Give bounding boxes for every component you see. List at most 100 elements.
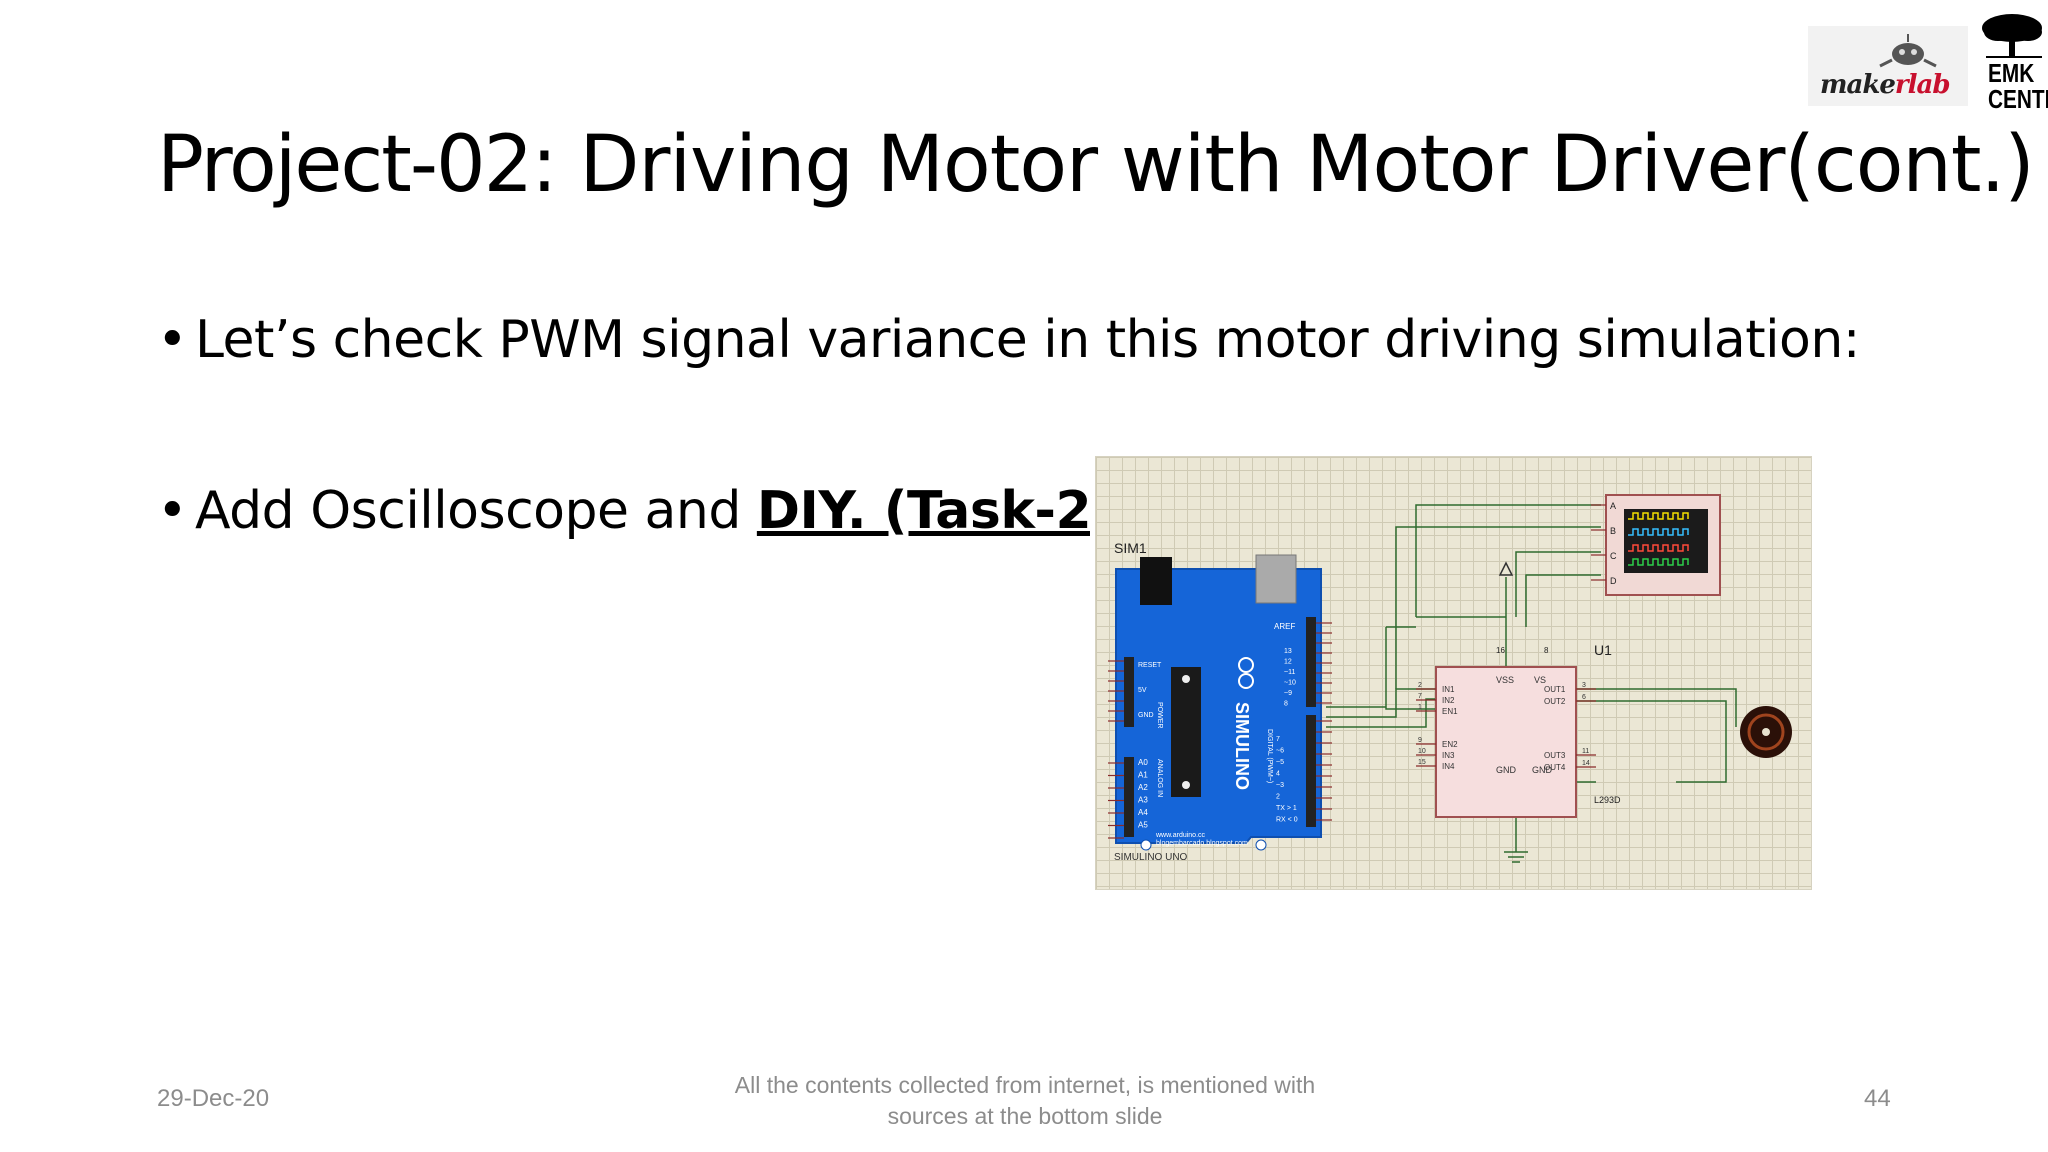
gnd1-label: GND [1496,765,1517,775]
digital-pin-label: RX < 0 [1276,817,1298,824]
bullet-1-text: Let’s check PWM signal variance in this … [195,310,1860,370]
arduino-board: SIM1 AREF RESET 5V GND POWER ANALOG IN D… [1108,540,1332,863]
gnd2-label: GND [1532,765,1553,775]
driver-pin-number: 1 [1418,704,1422,711]
driver-input-en1: EN1 [1442,707,1458,716]
digital-pin-label: 12 [1284,659,1292,666]
bullet-dot: • [157,310,188,370]
slide-title: Project-02: Driving Motor with Motor Dri… [157,120,2035,210]
driver-output-out3: OUT3 [1544,751,1566,760]
arduino-name: SIMULINO UNO [1114,852,1188,863]
scope-channel-C: C [1610,551,1617,561]
analog-pin-A3: A3 [1138,796,1148,805]
driver-output-out1: OUT1 [1544,685,1566,694]
circuit-simulation-figure: SIM1 AREF RESET 5V GND POWER ANALOG IN D… [1095,456,1812,890]
digital-pin-labels: 13 12 ~11 ~10 ~9 8 7 ~6 ~5 4 ~3 2 TX > 1 RX < 0 [1276,648,1298,824]
analog-pin-A2: A2 [1138,783,1148,792]
arduino-url: www.arduino.cc [1155,832,1206,839]
footer-date: 29-Dec-20 [157,1085,270,1112]
analog-pin-A0: A0 [1138,758,1148,767]
driver-input-in3: IN3 [1442,751,1455,760]
arduino-ref: SIM1 [1114,540,1147,556]
vs-label: VS [1534,675,1546,685]
ground-symbol [1504,851,1528,863]
analog-pin-A4: A4 [1138,808,1148,817]
driver-pin-number: 7 [1418,693,1422,700]
vss-label: VSS [1496,675,1514,685]
scope-channel-labels: A B C D [1591,501,1617,586]
driver-input-in2: IN2 [1442,696,1455,705]
digital-pin-label: ~3 [1276,782,1284,789]
digital-pin-label: 4 [1276,771,1280,778]
tree-icon [1982,14,2042,58]
5v-label: 5V [1138,687,1147,694]
driver-pin-number: 9 [1418,737,1422,744]
robot-icon [1879,34,1937,68]
makerlab-wordmark: makerlab [1820,70,1951,100]
driver-pin-number: 3 [1582,682,1586,689]
driver-output-out2: OUT2 [1544,697,1566,706]
reset-label: RESET [1138,662,1162,669]
footer-note: All the contents collected from internet… [680,1070,1370,1132]
bullet-2: •Add Oscilloscope and DIY. (Task-2) [157,481,1115,541]
title-text: Driving Motor with Motor Driver(cont.) [555,120,2034,210]
digital-label: DIGITAL (PWM~) [1266,729,1273,783]
arduino-infinity-icon [1238,657,1254,689]
bullet-1: •Let’s check PWM signal variance in this… [157,310,1860,370]
motor-driver-chip: U1 L293D 16 8 VSS VS GND GND IN12IN27EN1… [1416,642,1621,818]
driver-part: L293D [1594,795,1621,805]
digital-pin-label: ~11 [1284,669,1295,676]
driver-pin-number: 6 [1582,694,1586,701]
driver-pin-number: 11 [1582,748,1589,755]
blog-url: blogembarcado.blogspot.com [1156,840,1248,847]
driver-pin-number: 14 [1582,760,1590,767]
footer-note-line-1: All the contents collected from internet… [734,1072,1316,1098]
driver-input-in1: IN1 [1442,685,1455,694]
pin-16-label: 16 [1496,646,1505,655]
simulino-brand: SIMULINO [1232,702,1252,790]
digital-pin-label: TX > 1 [1276,805,1297,812]
page-number: 44 [1864,1085,1891,1112]
circuit-wires [1326,504,1737,852]
board-pin-stubs [1108,622,1332,839]
analog-pin-A5: A5 [1138,821,1148,830]
driver-output-out4: OUT4 [1544,763,1566,772]
emk-word: EMK [1988,58,2035,88]
digital-pin-label: 7 [1276,736,1280,743]
driver-input-in4: IN4 [1442,762,1455,771]
pin-8-label: 8 [1544,646,1549,655]
bullet-dot: • [157,481,188,541]
digital-pin-label: 2 [1276,794,1280,801]
driver-pin-number: 15 [1418,759,1426,766]
driver-input-en2: EN2 [1442,740,1458,749]
digital-pin-label: ~9 [1284,690,1292,697]
power-label: POWER [1156,702,1163,728]
bullet-2-emphasis: DIY. (Task-2) [756,481,1115,541]
title-project-label: Project-02: [157,120,558,210]
analog-label: ANALOG IN [1156,759,1163,797]
scope-channel-D: D [1610,576,1617,586]
driver-ref: U1 [1594,642,1612,658]
analog-pin-A1: A1 [1138,771,1148,780]
dc-motor [1740,706,1792,758]
scope-channel-B: B [1610,526,1616,536]
driver-pin-number: 10 [1418,748,1426,755]
digital-pin-label: ~10 [1284,680,1296,687]
center-word: CENTER [1988,84,2048,114]
driver-pin-number: 2 [1418,682,1422,689]
makerlab-logo: makerlab [1808,26,1968,106]
power-symbol [1498,561,1514,576]
header-logos: makerlab EMK CENTER [1808,10,2048,120]
emk-center-logo: EMK CENTER [1978,10,2048,120]
digital-pin-label: ~5 [1276,759,1284,766]
footer-note-line-2: sources at the bottom slide [887,1103,1163,1129]
scope-channel-A: A [1610,501,1616,511]
digital-pin-label: ~6 [1276,748,1284,755]
digital-pin-label: 13 [1284,648,1292,655]
aref-label: AREF [1274,622,1295,631]
digital-pin-label: 8 [1284,701,1288,708]
bullet-2-text: Add Oscilloscope and [195,481,757,541]
gnd-label: GND [1138,712,1154,719]
